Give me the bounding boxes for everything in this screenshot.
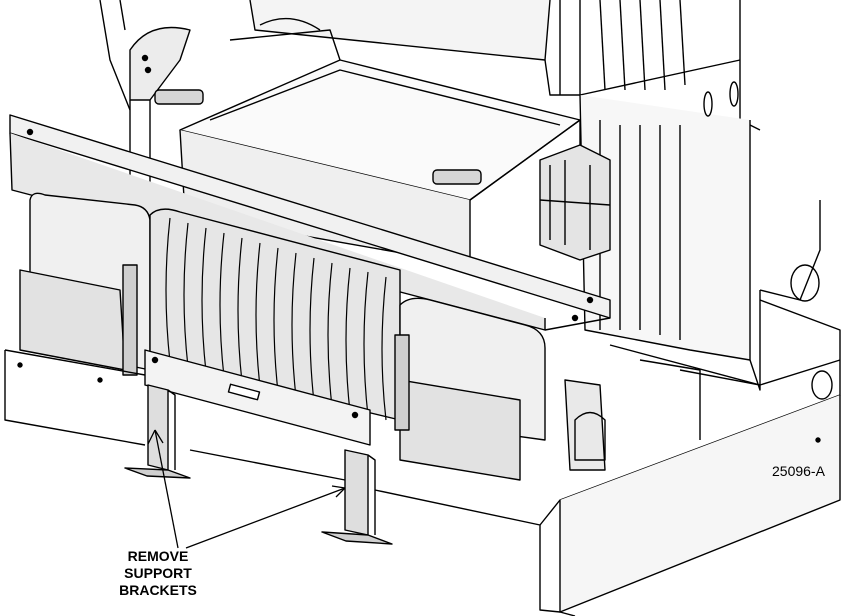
right-side-panel bbox=[579, 81, 821, 391]
front-crossbar bbox=[144, 349, 371, 446]
lower-right-mechanism bbox=[564, 359, 761, 471]
front-rail bbox=[9, 114, 611, 331]
left-post bbox=[129, 26, 191, 200]
left-isolator-cover bbox=[19, 192, 151, 376]
support-bracket-left bbox=[124, 384, 191, 479]
right-isolator-cover bbox=[394, 297, 546, 481]
figure-id-label: 25096-A bbox=[772, 463, 825, 479]
base-pan bbox=[4, 299, 841, 616]
remove-support-brackets-callout: REMOVE SUPPORT BRACKETS bbox=[88, 548, 228, 599]
callout-line-1: REMOVE bbox=[127, 548, 189, 564]
upper-cabinet bbox=[99, 0, 761, 131]
support-bracket-right bbox=[321, 449, 393, 545]
connector-block bbox=[539, 144, 611, 261]
callout-line-3: BRACKETS bbox=[119, 582, 197, 598]
callout-arrows bbox=[147, 429, 346, 549]
callout-line-2: SUPPORT bbox=[124, 565, 192, 581]
